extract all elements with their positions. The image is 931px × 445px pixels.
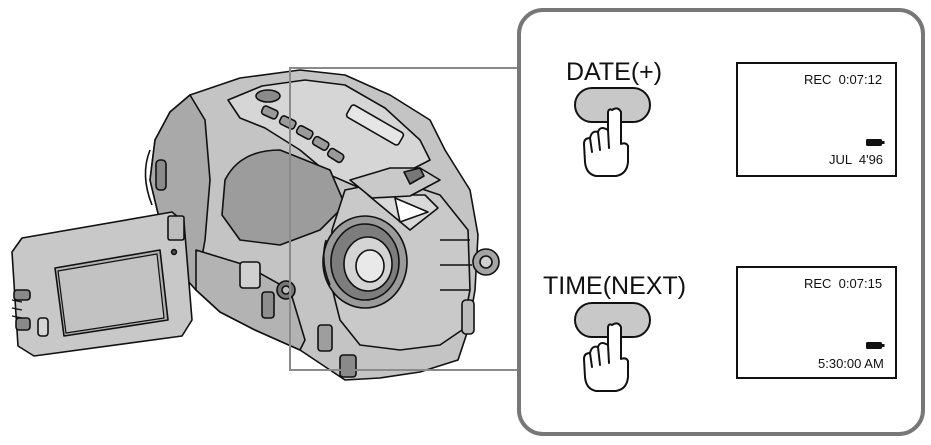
pointing-hand-icon: [583, 322, 629, 392]
lcd-1-status: REC 0:07:12: [804, 72, 883, 87]
callout-connector: [289, 67, 519, 371]
battery-icon: [866, 139, 885, 146]
lcd-2-status: REC 0:07:15: [804, 276, 883, 291]
battery-icon: [866, 342, 885, 349]
lcd-screen-2: [736, 266, 897, 379]
camcorder-illustration: [11, 69, 500, 381]
time-button-label: TIME(NEXT): [543, 272, 687, 300]
lcd-screen-1: [736, 62, 897, 177]
lcd-2-time: 5:30:00 AM: [818, 356, 884, 371]
lcd-1-date: JUL 4'96: [829, 152, 884, 167]
pointing-hand-icon: [583, 107, 629, 177]
date-button-label: DATE(+): [566, 58, 663, 86]
